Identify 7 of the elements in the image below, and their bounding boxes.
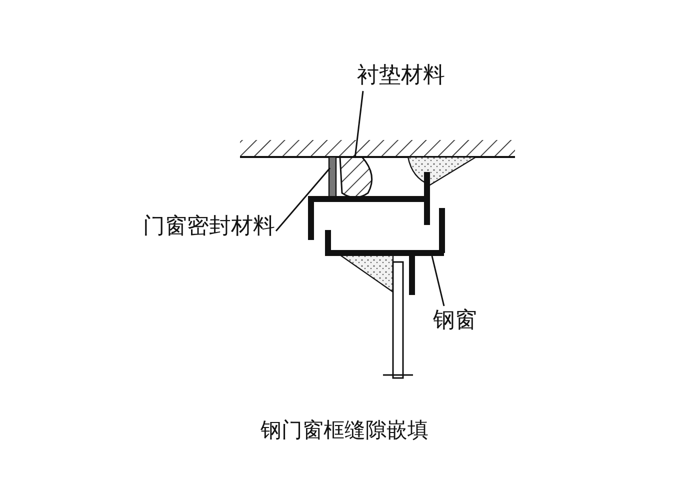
part-label: 钢窗 <box>433 308 477 334</box>
part-label: 衬垫材料 <box>357 63 445 89</box>
leader-line <box>275 168 331 232</box>
leader-line <box>431 256 445 306</box>
caption: 钢门窗框缝隙嵌填 <box>260 417 430 444</box>
leader-line <box>354 90 364 158</box>
part-label: 门窗密封材料 <box>143 214 275 240</box>
